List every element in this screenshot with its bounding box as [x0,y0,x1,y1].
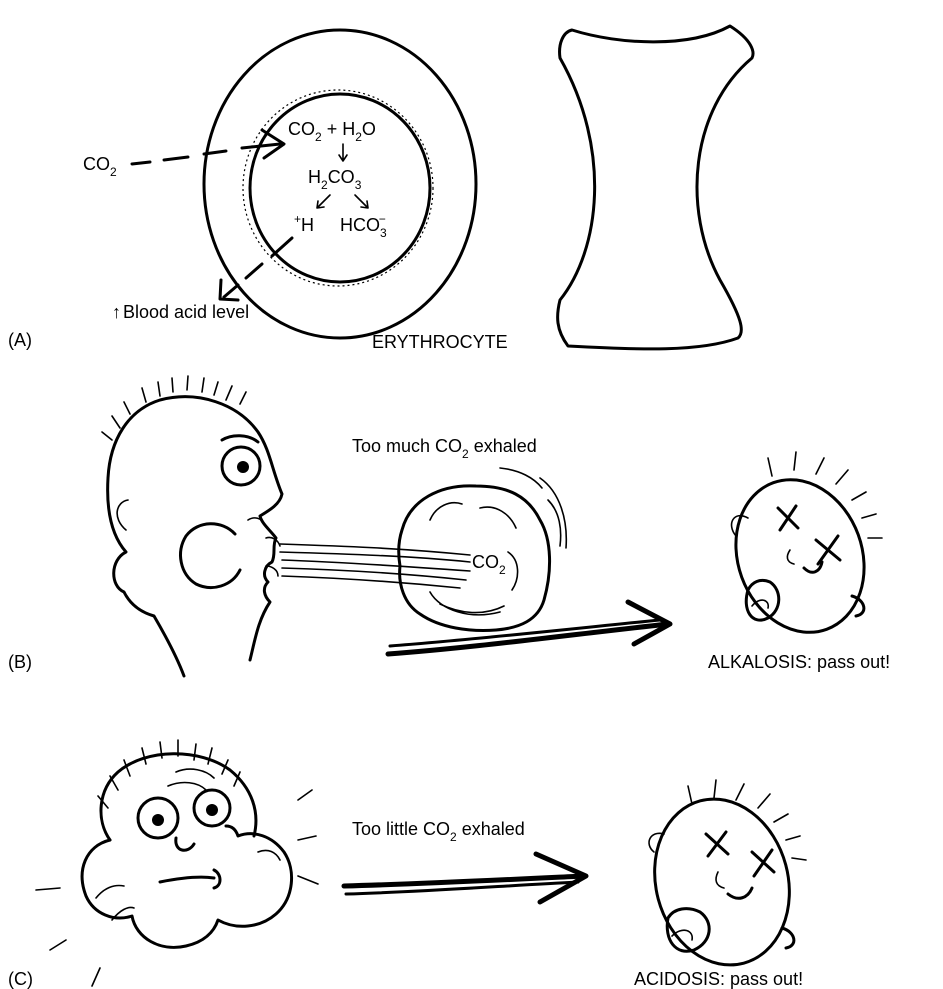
hyperventilating-face-ear [117,500,128,530]
breath-holding-face-mouth [160,870,220,888]
hyperventilating-face-cheek [181,524,240,588]
alkalosis-face-hair [768,452,882,538]
too-much-co2-label: Too much CO2 exhaled [352,436,537,461]
breath-holding-face-pupil-right [206,804,218,816]
exhaled-stream [280,544,470,588]
hyperventilating-face-hair [102,376,246,440]
panel-b: (B) CO2 Too much CO2 exhaled [8,376,890,676]
acidosis-face-x-eye-2 [752,850,774,876]
reaction-h2co3: H2CO3 [308,167,362,192]
breath-holding-face-hair [98,740,240,808]
acidosis-face-outline [637,784,808,980]
alkalosis-face-nose [787,550,794,564]
reaction-bicarbonate: HCO3− [340,212,387,240]
hyperventilating-face-eyebrow [222,436,258,442]
acidosis-label: ACIDOSIS: pass out! [634,969,803,989]
panel-b-letter: (B) [8,652,32,672]
alkalosis-arrow-shaft [388,624,668,654]
panel-a-letter: (A) [8,330,32,350]
reaction-arrow-left [317,195,330,208]
alkalosis-face-x-eye-1 [778,506,798,530]
breath-holding-face-nose [176,838,194,850]
acidosis-face-x-eye-1 [706,832,728,856]
acidosis-face-nose [716,872,724,888]
cloud-co2-label: CO2 [472,552,506,577]
panel-c: (C) Too little CO2 exhaled A [8,740,807,989]
panel-a: CO2 CO2 + H2O H2CO3 +H HCO3− ↑Blood acid… [8,26,753,352]
reaction-arrow-right [355,195,368,208]
co2-entering-label: CO2 [83,154,117,179]
reaction-arrow-down [339,144,347,161]
breath-holding-face-pupil-left [152,814,164,826]
acidosis-face-ear-right [782,928,794,948]
hyperventilating-face-outline [108,397,282,676]
hyperventilating-face-pupil [237,461,249,473]
erythrocyte-side-view [558,26,753,349]
reaction-co2-h2o: CO2 + H2O [288,119,376,144]
breath-holding-face-lines [96,769,280,920]
acidosis-face-mouth [728,888,752,898]
panel-c-letter: (C) [8,969,33,989]
alkalosis-face-x-eye-2 [816,536,840,564]
too-little-co2-label: Too little CO2 exhaled [352,819,525,844]
reaction-proton: +H [294,212,314,235]
blood-acid-label: ↑Blood acid level [112,302,249,322]
alkalosis-face-outline [715,461,885,650]
acidosis-face-hair [688,780,806,860]
alkalosis-label: ALKALOSIS: pass out! [708,652,890,672]
erythrocyte-label: ERYTHROCYTE [372,332,508,352]
